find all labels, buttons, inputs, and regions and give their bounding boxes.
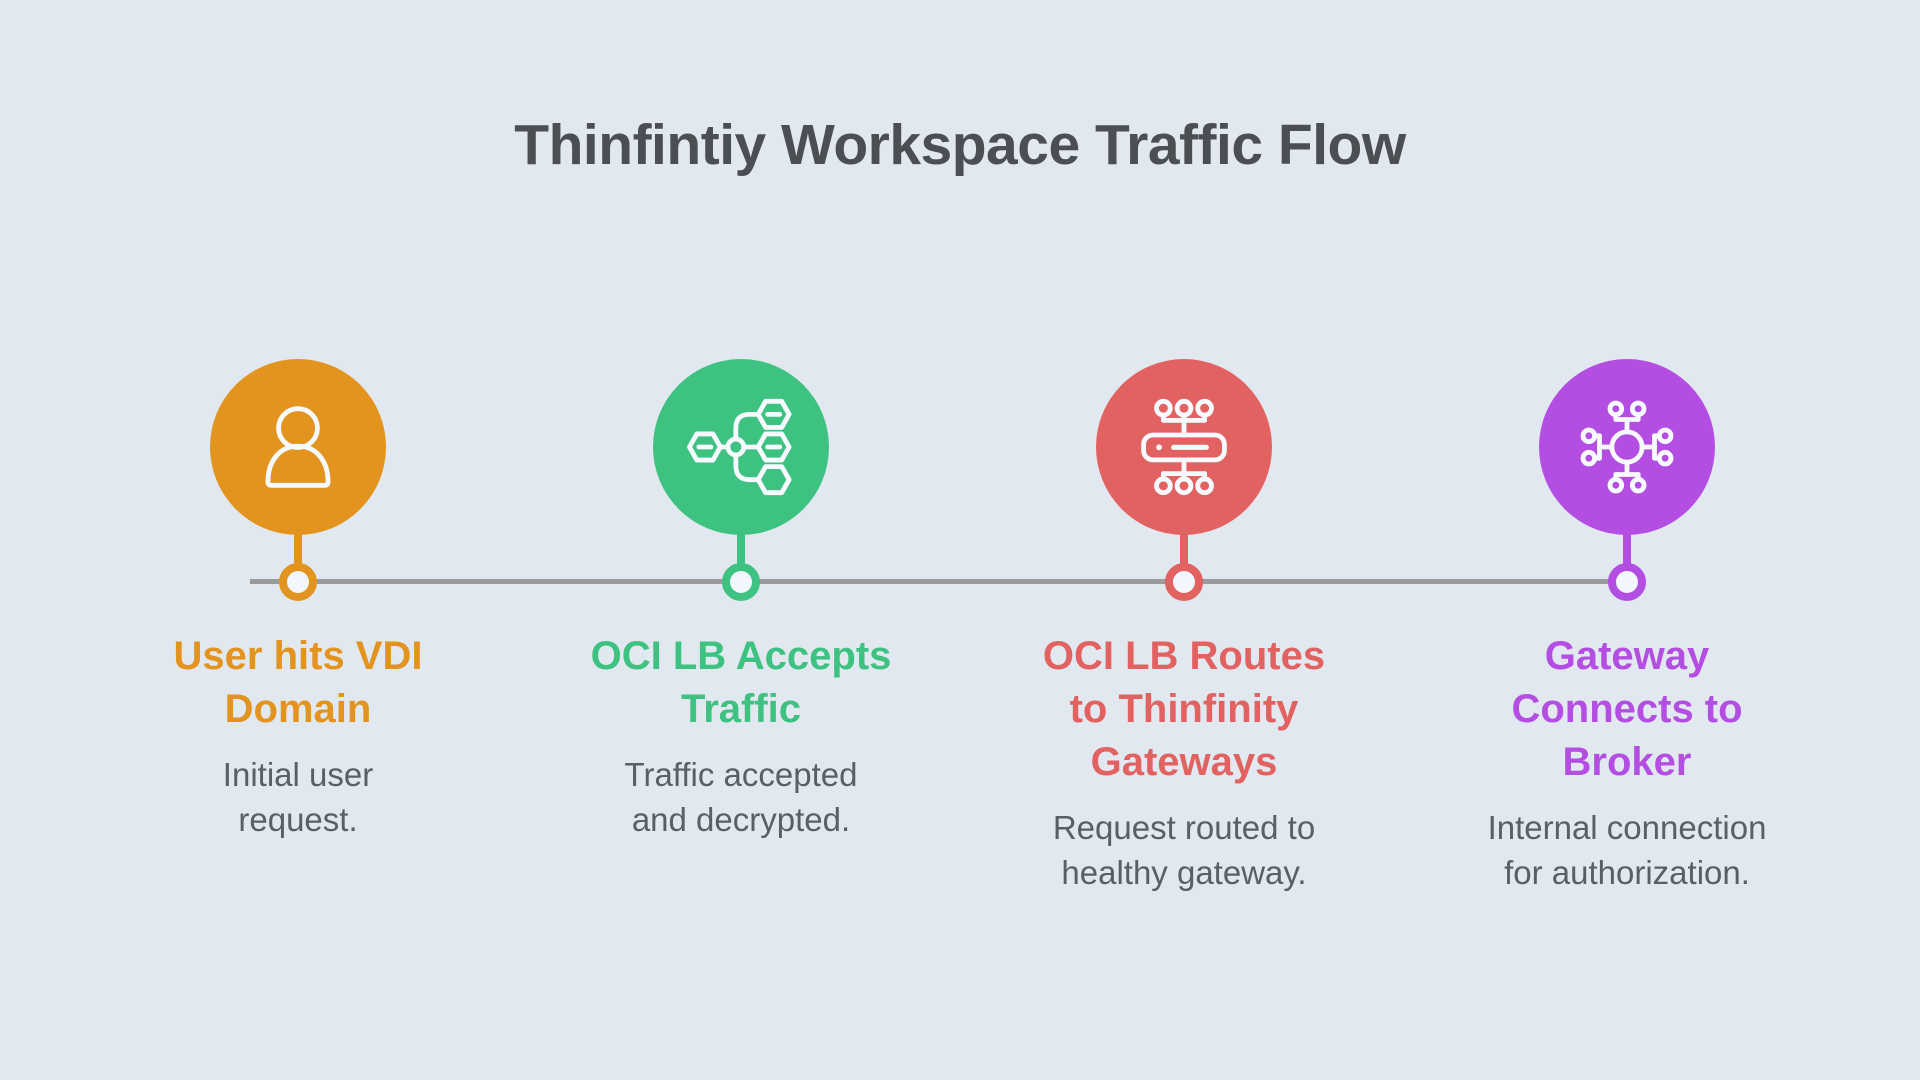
timeline-node [1608, 563, 1646, 601]
step-heading: OCI LB Accepts Traffic [590, 634, 892, 731]
step-gateway-connects-to-broker: Gateway Connects to Broker Internal conn… [1397, 359, 1857, 919]
page-title: Thinfintiy Workspace Traffic Flow [514, 113, 1406, 177]
user-icon [265, 406, 331, 488]
connector-stem [1180, 529, 1188, 565]
timeline-node [279, 563, 317, 601]
step-description: Request routed to healthy gateway. [1052, 809, 1316, 891]
step-oci-lb-routes-to-gateways: OCI LB Routes to Thinfinity Gateways Req… [954, 359, 1414, 919]
step-circle [653, 359, 829, 535]
step-description: Initial user request. [222, 756, 374, 838]
step-description: Traffic accepted and decrypted. [624, 756, 858, 838]
step-circle [1539, 359, 1715, 535]
step-oci-lb-accepts-traffic: OCI LB Accepts Traffic Traffic accepted … [511, 359, 971, 919]
connector-stem [737, 529, 745, 565]
step-heading: OCI LB Routes to Thinfinity Gateways [1042, 634, 1326, 784]
timeline-node [1165, 563, 1203, 601]
load-balancer-icon [687, 398, 792, 496]
step-user-hits-vdi-domain: User hits VDI Domain Initial user reques… [68, 359, 528, 919]
connector-stem [1623, 529, 1631, 565]
step-heading: Gateway Connects to Broker [1511, 634, 1743, 784]
timeline-node [722, 563, 760, 601]
step-heading: User hits VDI Domain [173, 634, 423, 731]
connector-stem [294, 529, 302, 565]
step-circle [210, 359, 386, 535]
step-description: Internal connection for authorization. [1487, 809, 1767, 891]
gateway-router-icon [1141, 398, 1227, 496]
broker-hub-icon [1580, 400, 1674, 494]
timeline-line [250, 579, 1625, 584]
step-circle [1096, 359, 1272, 535]
